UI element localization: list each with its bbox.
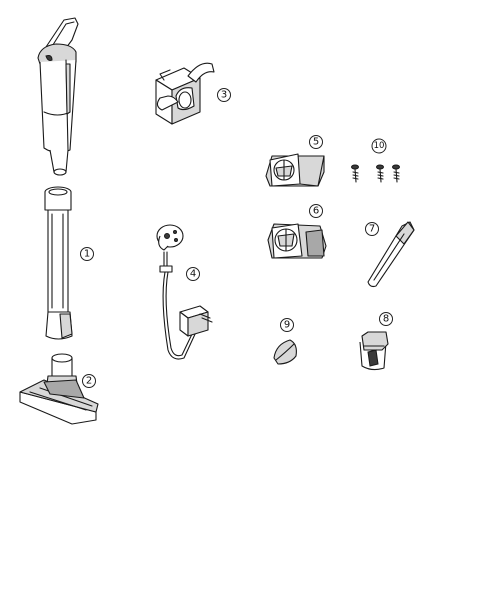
callout-1-label: 1	[84, 249, 90, 260]
crevice-tool-icon	[367, 221, 415, 288]
callout-4-label: 4	[190, 269, 196, 280]
callout-4: 4	[186, 267, 200, 281]
callout-2: 2	[82, 374, 96, 388]
charger-icon	[156, 224, 213, 360]
wall-bracket-icon	[155, 62, 215, 125]
callout-9: 9	[280, 318, 294, 332]
floor-nozzle-icon	[19, 353, 99, 425]
callout-7-label: 7	[369, 224, 375, 235]
callout-6-label: 6	[313, 206, 319, 217]
screw-icon	[351, 164, 359, 183]
callout-3-label: 3	[221, 90, 227, 101]
filter-icon	[265, 153, 325, 187]
callout-8: 8	[379, 312, 393, 326]
callout-8-label: 8	[383, 314, 389, 325]
callout-7: 7	[365, 222, 379, 236]
extension-wand-icon	[44, 186, 73, 340]
callout-2-label: 2	[86, 376, 92, 387]
handheld-vacuum-icon	[37, 17, 79, 176]
screw-icon	[392, 164, 400, 183]
sponge-icon	[273, 339, 297, 365]
callout-10: 10	[371, 138, 387, 154]
callout-3: 3	[217, 88, 231, 102]
callout-6: 6	[309, 204, 323, 218]
callout-5-label: 5	[313, 137, 319, 148]
callout-10-label: 10	[374, 141, 385, 151]
brush-icon	[359, 331, 389, 371]
callout-1: 1	[80, 247, 94, 261]
callout-5: 5	[309, 135, 323, 149]
filter-icon	[267, 223, 327, 259]
screw-icon	[376, 164, 384, 183]
callout-9-label: 9	[284, 320, 290, 331]
